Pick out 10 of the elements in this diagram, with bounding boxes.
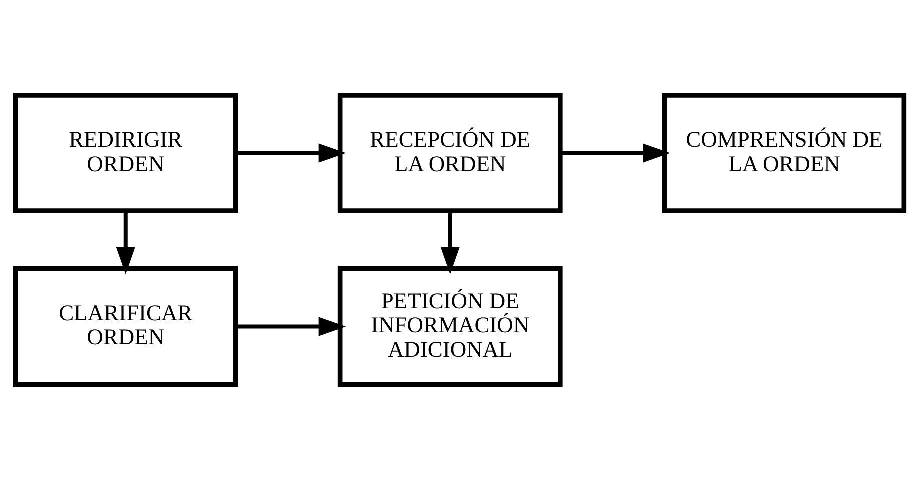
node-box: COMPRENSIÓN DE LA ORDEN — [662, 93, 907, 214]
arrow — [440, 211, 460, 275]
node-box: PETICIÓN DE INFORMACIÓN ADICIONAL — [338, 266, 563, 387]
node-box: RECEPCIÓN DE LA ORDEN — [338, 93, 563, 214]
node-box: CLARIFICAR ORDEN — [13, 266, 238, 387]
arrow — [116, 211, 136, 275]
arrow — [560, 144, 670, 163]
arrow — [236, 144, 346, 163]
node-box: REDIRIGIR ORDEN — [13, 93, 238, 214]
arrow — [236, 317, 346, 336]
